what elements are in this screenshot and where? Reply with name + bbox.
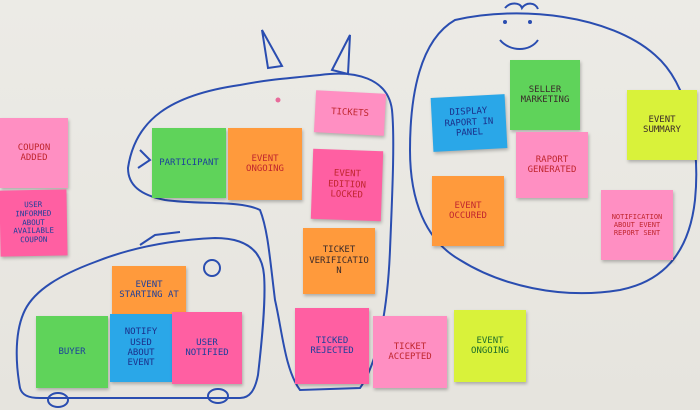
note-event-edition-locked: Event edition locked (310, 148, 384, 222)
note-notify-used: Notify used about event (110, 314, 172, 382)
note-event-ongoing-bottom-text: Event ongoing (471, 335, 509, 356)
doodle-wheel-right (207, 388, 229, 404)
doodle-ear-2 (330, 34, 351, 76)
doodle-wheel-left (47, 392, 69, 408)
note-event-edition-locked-text: Event edition locked (327, 169, 367, 201)
note-participant-text: Participant (159, 157, 219, 168)
note-seller-marketing-text: Seller marketing (520, 84, 570, 105)
note-ticket-verification: Ticket verification (303, 228, 375, 294)
note-seller-marketing: Seller marketing (510, 60, 580, 130)
note-event-summary-text: Event summary (643, 114, 681, 135)
note-event-summary: Event summary (627, 90, 697, 160)
doodle-smile (499, 39, 539, 50)
doodle-hair (504, 2, 539, 11)
doodle-car-roof (139, 231, 181, 246)
note-tickets-text: Tickets (330, 106, 370, 119)
doodle-head-eye-right (528, 20, 532, 24)
note-raport-generated-text: Raport generated (527, 154, 577, 175)
note-buyer-text: Buyer (58, 346, 86, 357)
note-participant: Participant (152, 128, 226, 198)
note-ticked-rejected: Ticked rejected (295, 308, 369, 384)
note-ticket-accepted-text: Ticket accepted (388, 341, 432, 362)
doodle-teeth (137, 149, 152, 169)
doodle-car-light (203, 259, 221, 277)
doodle-big-head (408, 12, 698, 295)
note-event-ongoing-top: Event ongoing (228, 128, 302, 200)
note-ticked-rejected-text: Ticked rejected (310, 335, 354, 356)
note-user-informed: User informed about available coupon (0, 189, 68, 257)
note-event-starting: Event starting at (112, 266, 186, 314)
note-coupon-added-text: Coupon added (17, 142, 51, 163)
note-notification-report: Notification about event report sent (601, 190, 673, 260)
doodle-car (15, 236, 266, 399)
note-event-starting-text: Event starting at (119, 279, 179, 300)
note-raport-generated: Raport generated (516, 132, 588, 198)
note-event-occured-text: Event occured (449, 200, 487, 221)
note-notify-used-text: Notify used about event (124, 327, 158, 369)
note-ticket-accepted: Ticket accepted (373, 316, 447, 388)
doodle-creature-left (126, 72, 395, 392)
note-notification-report-text: Notification about event report sent (611, 212, 663, 238)
note-user-informed-text: User informed about available coupon (13, 200, 55, 245)
note-display-report: Display raport in panel (430, 94, 508, 152)
note-event-occured: Event occured (432, 176, 504, 246)
note-event-ongoing-top-text: Event ongoing (246, 153, 284, 174)
note-ticket-verification-text: Ticket verification (309, 245, 369, 277)
note-event-ongoing-bottom: Event ongoing (454, 310, 526, 382)
note-coupon-added: Coupon added (0, 118, 68, 188)
note-display-report-text: Display raport in panel (444, 106, 494, 139)
doodle-head-eye-left (503, 20, 507, 24)
doodle-eye (275, 97, 281, 103)
doodle-ear-1 (261, 29, 284, 70)
note-user-notified: User notified (172, 312, 242, 384)
note-buyer: Buyer (36, 316, 108, 388)
note-user-notified-text: User notified (185, 337, 229, 358)
note-tickets: Tickets (313, 90, 387, 136)
